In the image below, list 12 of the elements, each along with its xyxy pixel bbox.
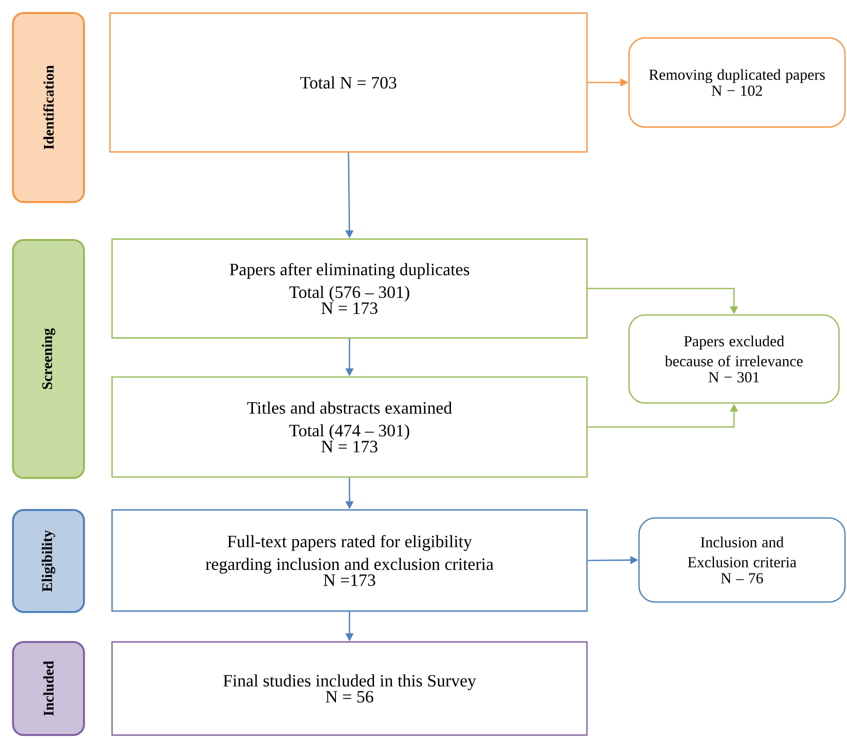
exclusion-box: Inclusion and Exclusion criteria N – 76 [638,517,846,603]
process-box: Titles and abstracts examined Total (474 – 301) N = 173 [111,376,588,478]
stage-label: Screening [12,239,85,479]
stage-label: Identification [12,12,85,204]
process-box: Total N = 703 [109,12,588,153]
process-box: Final studies included in this Survey N = 56 [111,641,588,736]
exclusion-box: Papers excluded because of irrelevance N − 301 [628,314,840,404]
stage-label: Eligibility [12,509,85,613]
exclusion-box: Removing duplicated papers N − 102 [628,37,846,128]
stage-label: Included [12,640,85,736]
process-box: Papers after eliminating duplicates Total (576 – 301) N = 173 [111,238,588,339]
process-box: Full-text papers rated for eligibility regarding inclusion and exclusion criteria N =173 [111,509,588,612]
